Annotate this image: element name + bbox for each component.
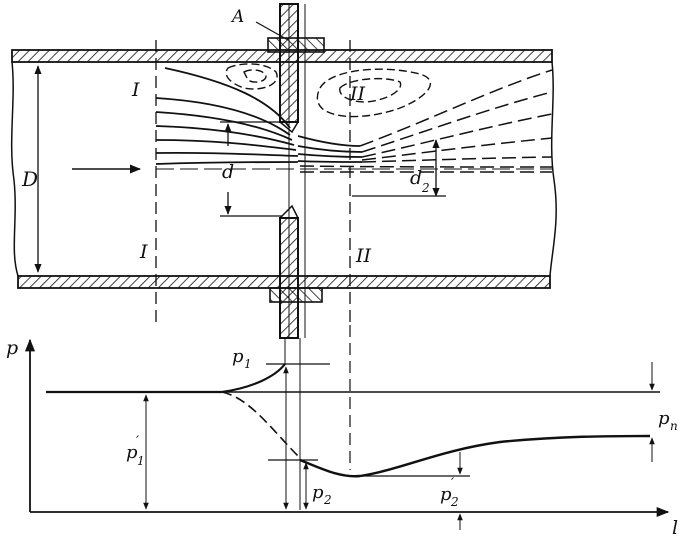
label-p2-sub: 2 [323,493,332,507]
label-axis-length: l [672,517,678,539]
label-p1-prime: p [126,442,138,463]
orifice-plate-assembly [255,3,325,339]
streamline [155,161,299,165]
streamline [297,135,361,147]
label-p2: p [312,482,324,503]
label-p1-prime-sub: 1 [137,454,145,468]
label-pipe-diameter: D [21,167,38,191]
label-p1: p [232,346,244,367]
leader-a [255,21,289,41]
pressure-curve-axis-dashed [221,391,301,459]
pressure-graph [24,325,670,530]
label-p2-prime-mark: ′ [451,476,455,492]
downstream-streamlines [299,69,553,173]
labels: A D I I II II d d 2 p l p 1 p ′ 1 p 2 p … [6,7,678,539]
label-section-one-top: I [131,79,140,101]
pipe-left-break [10,61,19,277]
pressure-curve-recovery [299,434,651,478]
streamline [297,145,363,153]
pressure-curve-wall [221,363,286,394]
label-p-loss: p [658,408,670,429]
streamline [164,67,291,129]
vortex-upstream [225,63,278,90]
streamline [155,97,291,136]
label-section-one-bottom: I [139,241,148,263]
vortex-downstream [316,68,432,118]
vortex-zones [225,63,432,118]
streamline-dashed [361,113,553,158]
plate-bevel-bottom [279,204,299,219]
streamline [297,160,363,163]
streamline-dashed [299,165,553,168]
pipe-right-break [549,61,557,277]
label-axis-pressure: p [6,337,18,359]
label-p2-prime-sub: 2 [450,495,459,509]
section-lines [155,40,351,325]
label-vortex-zone: II [349,83,366,105]
streamline [155,139,297,151]
label-jet-diameter-sub: 2 [421,181,430,195]
vortex-downstream-inner [339,77,402,103]
label-p1-prime-mark: ′ [136,434,140,450]
streamline-dashed [361,137,553,161]
label-jet-diameter: d [410,167,422,189]
dimensions [34,65,446,273]
label-p1-sub: 1 [244,357,252,371]
streamline [297,153,363,158]
streamline [155,151,299,157]
streamline-dashed [361,156,553,163]
label-section-two-bottom: II [355,245,372,267]
streamline-dashed [361,91,553,153]
vortex-upstream-inner [243,69,267,83]
label-p-loss-sub: п [670,419,678,433]
streamline-dashed [359,69,553,147]
label-orifice: A [230,7,244,27]
streamline [155,125,295,146]
label-p2-prime: p [440,484,452,505]
plate-bevel-top [279,121,299,134]
label-orifice-diameter: d [222,161,234,183]
streamlines [155,67,363,165]
